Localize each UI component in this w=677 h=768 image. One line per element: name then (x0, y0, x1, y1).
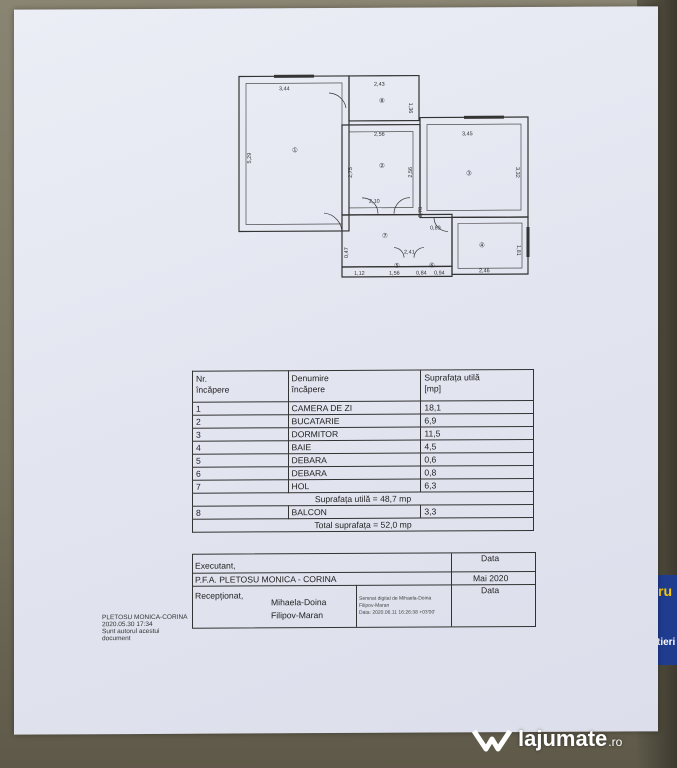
cell-name: BUCATARIE (288, 414, 421, 428)
cell-nr: 7 (192, 479, 289, 494)
dimension-label: 3,32 (514, 167, 520, 178)
digital-signature-text: Filipov-Maran (359, 602, 390, 609)
cell-area: 6,3 (420, 478, 534, 493)
dimension-label: 1,81 (515, 245, 521, 256)
cell-nr: 6 (192, 466, 289, 481)
digital-signature-text: Semnat digital de Mihaela-Doina (359, 595, 432, 602)
cell-area: 18,1 (420, 400, 534, 415)
room-number-1: ① (292, 146, 298, 154)
dimension-label: 0,89 (430, 225, 441, 231)
dimension-label: 0,78 (418, 207, 424, 218)
cell-area: 11,5 (420, 426, 534, 441)
dimension-label: 1,56 (389, 271, 400, 277)
digital-stamp: PLETOSU MONICA-CORINA 2020.05.30 17:34 S… (102, 614, 187, 642)
room-number-5: ⑤ (394, 262, 400, 270)
stamp-line: document (102, 635, 131, 643)
header-area: Suprafața utilă[mp] (420, 369, 534, 402)
grand-total-row: Total suprafața = 52,0 mp (192, 517, 534, 533)
footer-divider (356, 584, 357, 627)
cell-nr: 3 (192, 427, 289, 442)
signature-block: Executant, Data P.F.A. PLETOSU MONICA - … (192, 551, 536, 629)
watermark-brand: lajumate (518, 726, 608, 751)
dimension-label: 0,84 (416, 271, 427, 277)
receiver-name-line1: Mihaela-Doina (271, 597, 327, 608)
grand-total: Total suprafața = 52,0 mp (192, 517, 534, 533)
dimension-label: 2,56 (374, 132, 385, 138)
cell-name: BAIE (288, 440, 421, 454)
cell-name: HOL (288, 479, 421, 493)
dimension-label: 2,56 (408, 167, 414, 178)
room-number-3: ③ (466, 169, 472, 177)
cell-nr: 5 (192, 453, 289, 468)
floor-plan-drawing: ① ② ③ ④ ⑤ ⑥ ⑦ ⑧ 3,44 2,43 1,36 5,29 2,56… (234, 67, 534, 289)
dimension-label: 3,45 (462, 131, 473, 137)
room-number-2: ② (379, 162, 385, 170)
cell-nr: 4 (192, 440, 289, 455)
cell-name: CAMERA DE ZI (288, 401, 421, 415)
room-number-8: ⑧ (379, 97, 385, 105)
header-nr: Nr.încăpere (192, 370, 289, 403)
lajumate-logo-icon (472, 729, 512, 752)
room-number-7: ⑦ (382, 232, 388, 240)
cell-area: 3,3 (420, 504, 534, 519)
background-sign-text: ru (658, 583, 672, 599)
executant-name: P.F.A. PLETOSU MONICA - CORINA (195, 573, 337, 585)
dimension-label: 2,43 (374, 82, 385, 88)
dimension-label: 5,29 (247, 153, 253, 164)
room-number-4: ④ (479, 241, 485, 249)
dimension-label: 0,94 (434, 270, 445, 276)
cell-area: 6,9 (420, 413, 534, 428)
date-label: Data (481, 585, 500, 596)
site-watermark: lajumate.ro (472, 725, 622, 753)
room-number-6: ⑥ (429, 261, 435, 269)
cell-name: DEBARA (288, 453, 421, 467)
dimension-label: 0,47 (344, 247, 350, 258)
executant-label: Executant, (195, 560, 236, 571)
background-sign: ru tieri (655, 575, 677, 665)
cell-area: 0,8 (420, 465, 534, 480)
cell-area: 4,5 (420, 439, 534, 454)
digital-signature-text: Data: 2020.06.11 16:26:38 +03'00' (359, 609, 436, 616)
dimension-label: 1,36 (407, 103, 413, 114)
date-label: Data (481, 553, 500, 564)
dimension-label: 2,75 (348, 167, 354, 178)
receiver-name-line2: Filipov-Maran (271, 610, 324, 621)
cell-name: DORMITOR (288, 427, 421, 441)
receptionat-label: Recepționat, (195, 590, 244, 601)
cell-nr: 8 (192, 505, 289, 520)
floor-plan-svg: ① ② ③ ④ ⑤ ⑥ ⑦ ⑧ 3,44 2,43 1,36 5,29 2,56… (238, 74, 530, 278)
dimension-label: 3,44 (279, 86, 290, 92)
background-sign-text: tieri (657, 637, 676, 648)
dimension-label: 2,10 (369, 199, 380, 205)
cell-name: DEBARA (288, 466, 421, 480)
dimension-label: 2,46 (479, 268, 490, 274)
cell-nr: 1 (192, 401, 289, 416)
cell-nr: 2 (192, 414, 289, 429)
watermark-tld: .ro (608, 735, 623, 749)
cell-area: 0,6 (420, 452, 534, 467)
footer-divider (451, 553, 452, 627)
date-value: Mai 2020 (473, 573, 509, 584)
dimension-label: 2,41 (404, 250, 415, 256)
floor-plan-document: ① ② ③ ④ ⑤ ⑥ ⑦ ⑧ 3,44 2,43 1,36 5,29 2,56… (14, 6, 658, 735)
dimension-label: 1,12 (354, 271, 365, 277)
cell-name: BALCON (288, 505, 421, 519)
